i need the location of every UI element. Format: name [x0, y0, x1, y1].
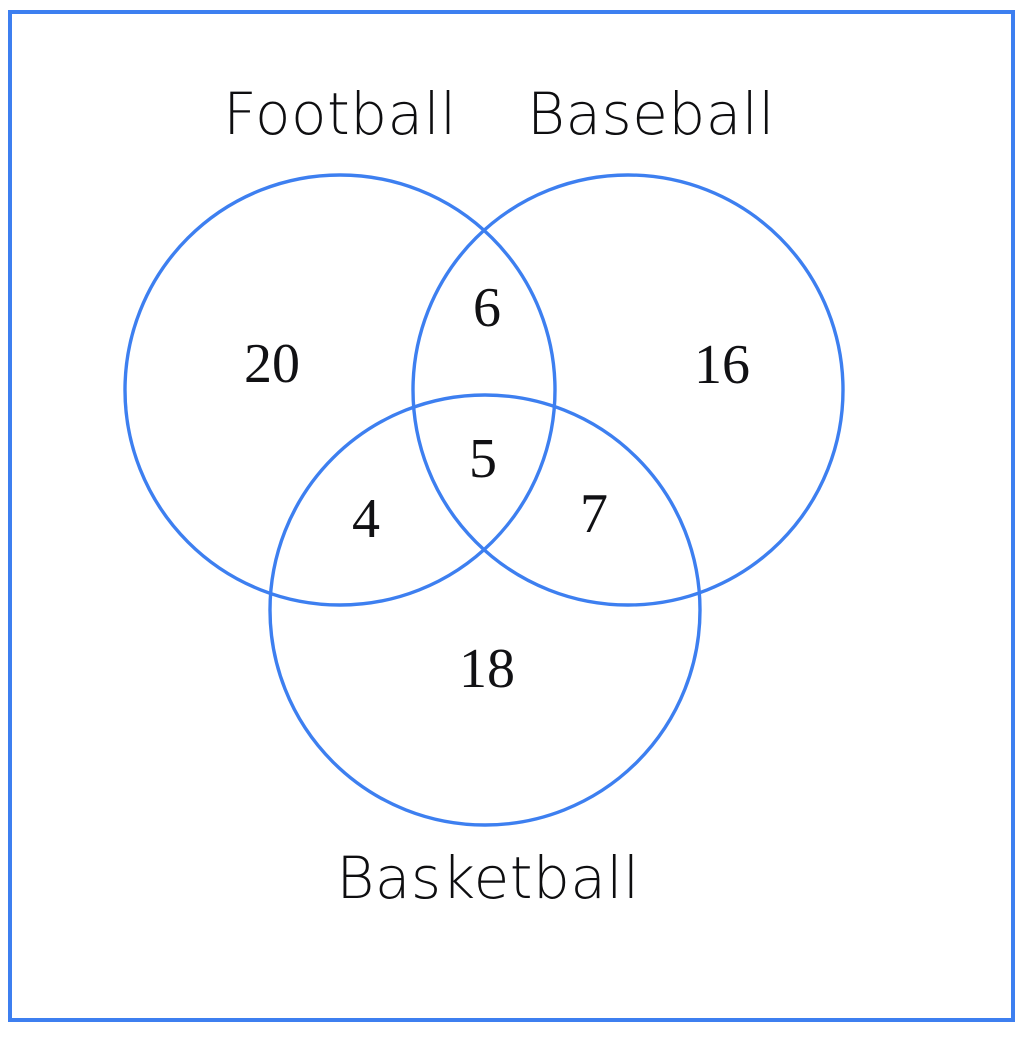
region-value-all-three: 5	[469, 428, 497, 490]
region-value-basketball-only: 18	[459, 638, 515, 700]
outer-border-rect	[8, 10, 1015, 1022]
circle-football	[123, 173, 557, 607]
region-value-baseball-only: 16	[694, 334, 750, 396]
region-value-football-only: 20	[244, 333, 300, 395]
circle-baseball	[411, 173, 845, 607]
region-value-football-basketball: 4	[352, 488, 380, 550]
region-value-football-baseball: 6	[473, 277, 501, 339]
set-label-baseball: Baseball	[527, 80, 775, 148]
set-label-football: Football	[223, 80, 457, 148]
region-value-baseball-basketball: 7	[580, 483, 608, 545]
circle-basketball	[268, 393, 702, 827]
set-label-basketball: Basketball	[336, 844, 639, 912]
